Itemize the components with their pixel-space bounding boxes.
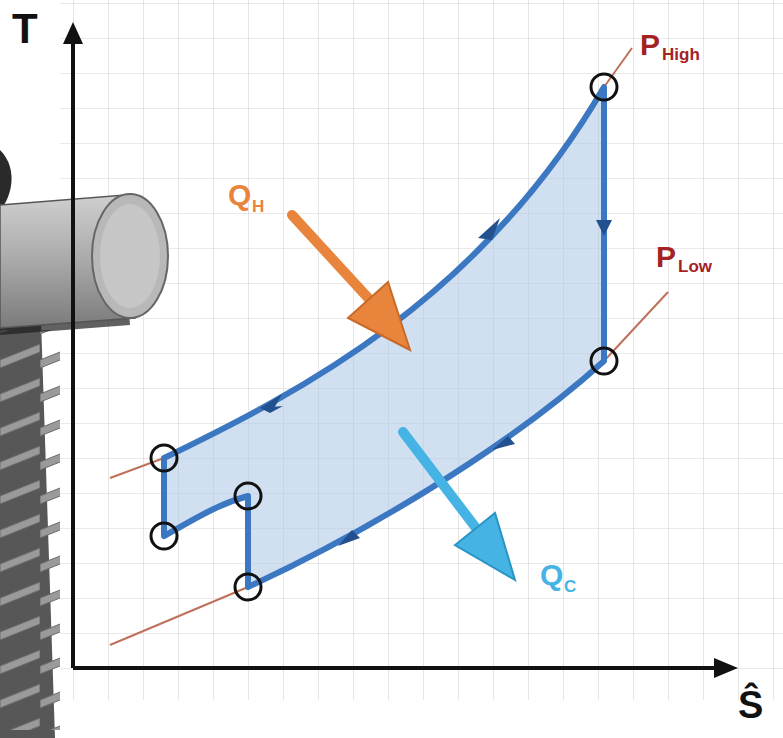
axis-label: T [12,8,38,50]
heat-symbol: Q [228,180,251,210]
heat-subscript: H [252,198,264,215]
axis-label: Ŝ [738,686,763,724]
heat-arrows [292,215,515,580]
turbine-illustration [0,150,168,738]
pressure-subscript: High [662,46,700,63]
heat-symbol: Q [540,560,563,590]
heat-subscript: C [564,578,576,595]
pressure-symbol: P [656,242,676,272]
pressure-subscript: Low [678,258,712,275]
axes [63,22,738,678]
cycle-path [151,74,617,600]
pressure-symbol: P [640,30,660,60]
isobar-lines [110,48,668,645]
